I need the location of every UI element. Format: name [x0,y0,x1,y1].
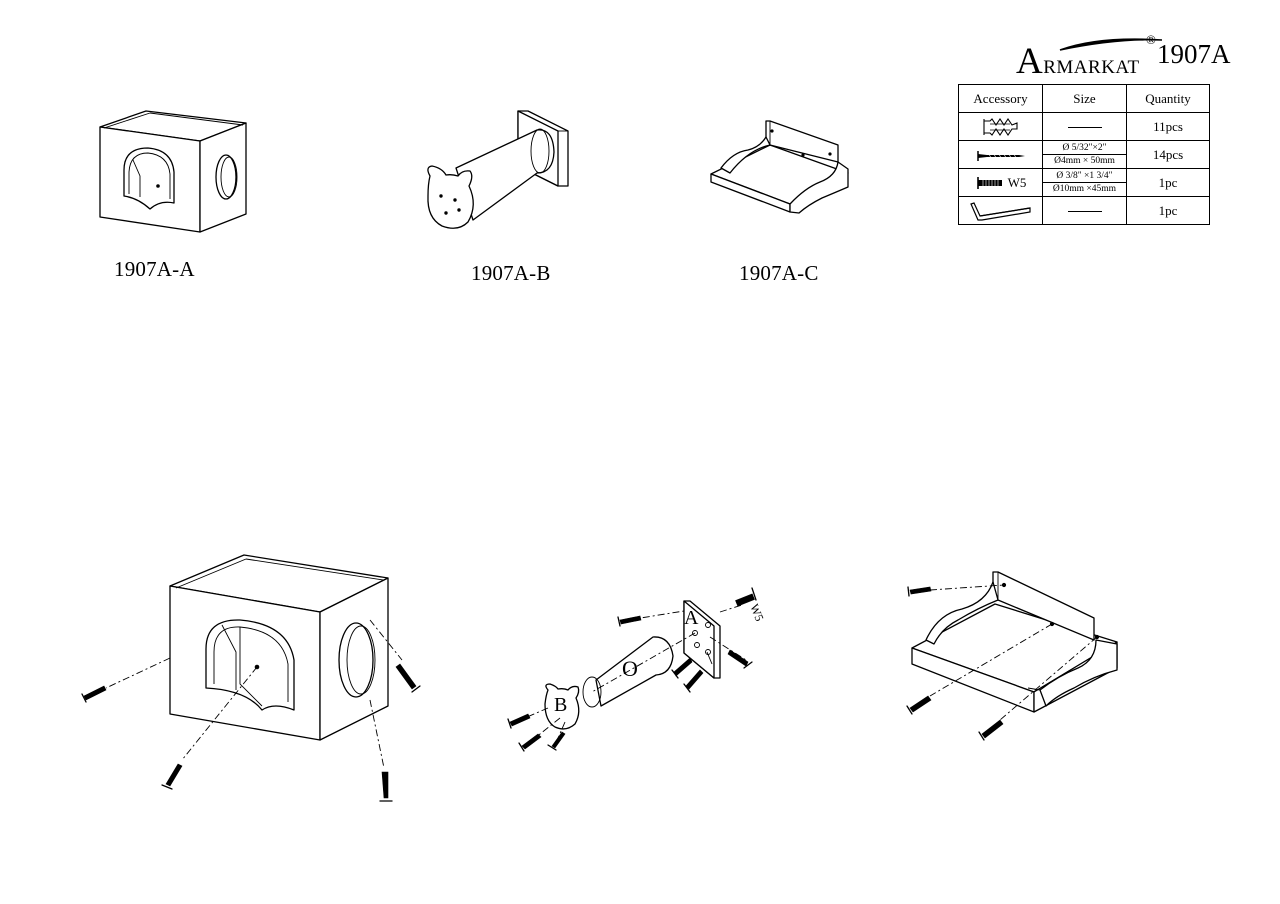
col-accessory: Accessory [958,84,1043,113]
table-row: W5 Ø 3/8" ×1 3/4" Ø10mm ×45mm 1pc [958,168,1210,197]
no-size-dash [1067,127,1102,129]
screw-icon [727,649,753,669]
screw-icon [547,731,566,751]
plate-label: A [684,607,699,629]
bolt-code: W5 [1007,175,1027,190]
table-header-row: Accessory Size Quantity [958,84,1210,113]
screw-icon [507,713,531,729]
col-size: Size [1042,84,1127,113]
screw-icon [671,657,693,679]
part-b-label: 1907A-B [471,261,551,285]
screw-icon [907,586,932,597]
screw-icon [81,685,107,703]
screw-icon [906,695,932,715]
brand-initial: A [1016,41,1044,82]
cap-label: B [554,694,567,716]
wood-screw-icon [976,150,1025,161]
table-row: 1pc [958,196,1210,225]
part-b-post-drawing [427,110,569,229]
screw-icon [518,733,542,752]
quantity-cell: 1pc [1126,168,1210,197]
brand-name-rest: RMARKAT [1043,57,1140,78]
assembly-post-drawing [507,587,757,752]
screw-icon [161,763,183,790]
size-imperial: Ø 5/32"×2" [1043,142,1126,155]
assembly-shelf-drawing [906,571,1118,741]
assembly-cube-drawing [81,554,421,802]
size-metric: Ø4mm × 50mm [1054,156,1115,166]
col-quantity: Quantity [1126,84,1210,113]
wall-anchor-icon [982,117,1018,136]
screw-icon [978,719,1004,741]
bolt-icon [976,177,1002,189]
part-a-label: 1907A-A [114,257,195,281]
registered-mark: ® [1146,32,1156,47]
logo-swoosh-icon [1059,38,1163,51]
part-a-cube-drawing [99,110,247,233]
brand-logo: ARMARKAT ® 1907A [1012,30,1234,82]
part-c-shelf-drawing [710,120,849,214]
quantity-cell: 1pc [1126,196,1210,225]
allen-key-icon [969,201,1031,221]
screw-icon [379,771,393,802]
part-c-label: 1907A-C [739,261,819,285]
table-row: 11pcs [958,112,1210,141]
quantity-cell: 14pcs [1126,140,1210,169]
screw-icon [617,615,642,627]
bolt-icon [735,587,757,607]
no-size-dash [1067,211,1102,213]
size-imperial: Ø 3/8" ×1 3/4" [1043,170,1126,183]
table-row: Ø 5/32"×2" Ø4mm × 50mm 14pcs [958,140,1210,169]
quantity-cell: 11pcs [1126,112,1210,141]
bolt-code-label: W5 [747,602,766,623]
size-metric: Ø10mm ×45mm [1052,184,1117,194]
screw-icon [395,663,421,693]
tube-label: O [622,656,638,681]
accessory-table: Accessory Size Quantity 11pcs Ø 5/32"×2"… [958,84,1210,225]
model-number: 1907A [1157,39,1231,69]
screw-icon [683,669,704,693]
